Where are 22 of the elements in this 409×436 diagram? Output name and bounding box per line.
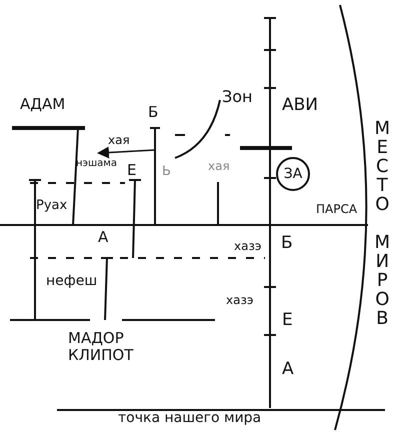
line-label: хазэ <box>234 240 262 254</box>
line-label: хазэ <box>226 294 254 308</box>
level-label: Б <box>148 104 158 120</box>
axis-label: точка нашего мира <box>118 411 262 426</box>
level-label: АВИ <box>282 96 318 115</box>
level-label: А <box>98 229 108 246</box>
faint-label: Ь <box>162 165 171 180</box>
light-label: Руах <box>36 199 68 214</box>
circled-label: ЗА <box>276 157 310 191</box>
light-label: нэшама <box>76 158 117 169</box>
faint-label: хая <box>208 160 230 174</box>
area-label: МАДОР КЛИПОТ <box>68 330 134 363</box>
level-label: Е <box>282 311 293 330</box>
level-label: АДАМ <box>20 96 66 112</box>
level-label: А <box>282 360 294 379</box>
light-label: нефеш <box>46 274 98 290</box>
line-label: ПАРСА <box>316 203 358 216</box>
light-label: хая <box>108 134 130 148</box>
level-label: Зон <box>222 88 253 106</box>
level-label: Б <box>281 234 293 253</box>
level-label: Е <box>127 162 136 178</box>
vertical-label: МЕСТО МИРОВ <box>372 118 392 327</box>
